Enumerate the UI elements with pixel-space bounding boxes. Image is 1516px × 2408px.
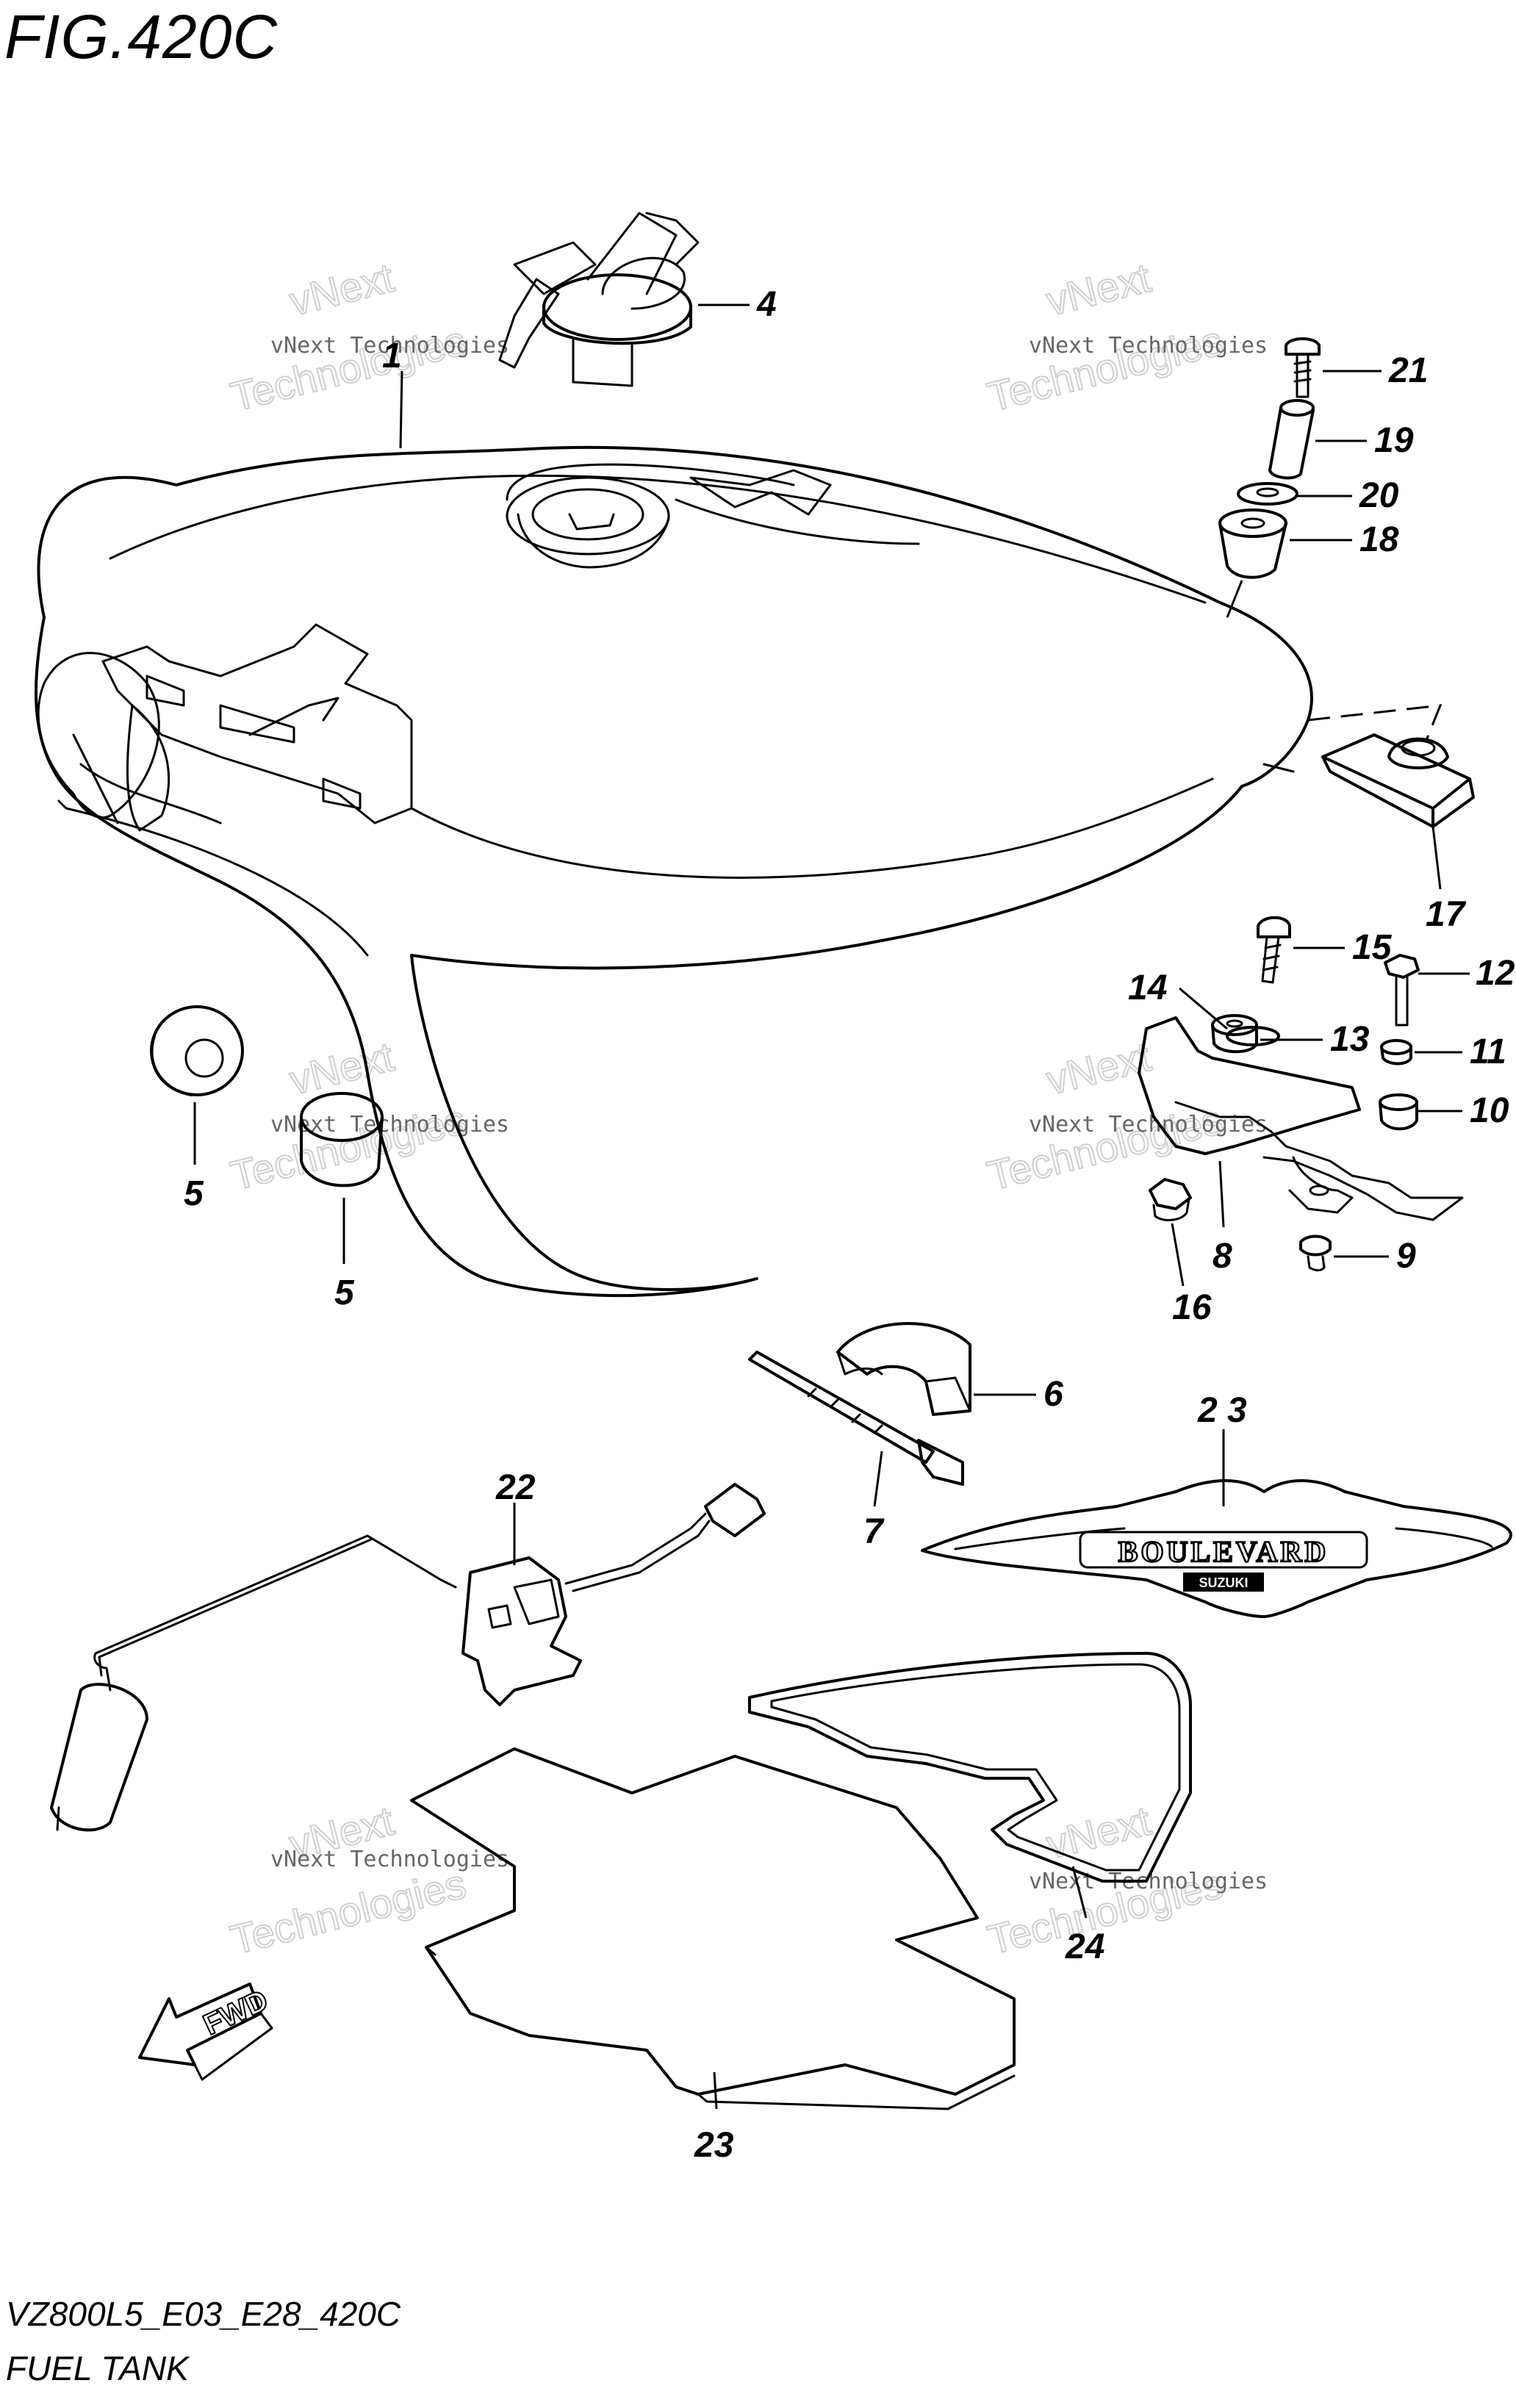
washer-14-part bbox=[1226, 1026, 1280, 1046]
grommet-13-part bbox=[1211, 1014, 1258, 1054]
fuel-cap-part bbox=[498, 212, 700, 387]
watermark-small-4: vNext Technologies bbox=[1029, 1112, 1268, 1137]
leader-14 bbox=[1179, 987, 1228, 1030]
spacer-19-part bbox=[1268, 399, 1315, 480]
callout-6: 6 bbox=[1043, 1375, 1063, 1414]
watermark-big-1a: vNext bbox=[285, 254, 399, 325]
leader-24 bbox=[1071, 1866, 1088, 1919]
callout-24: 24 bbox=[1065, 1927, 1104, 1966]
fwd-label: FWD bbox=[198, 1984, 273, 2041]
fuel-tank-part bbox=[34, 445, 1313, 1298]
leader-16 bbox=[1171, 1223, 1185, 1287]
pad-23-part bbox=[410, 1747, 1016, 2110]
callout-1: 1 bbox=[382, 337, 402, 375]
fuel-sender-22-part bbox=[50, 1483, 766, 1832]
callout-21: 21 bbox=[1388, 351, 1428, 390]
mount-17-part bbox=[1321, 733, 1475, 828]
callout-19: 19 bbox=[1374, 421, 1414, 460]
callout-15: 15 bbox=[1352, 928, 1393, 967]
leader-7 bbox=[873, 1451, 883, 1507]
leader-17 bbox=[1431, 826, 1442, 890]
callout-16: 16 bbox=[1172, 1288, 1212, 1327]
callout-14: 14 bbox=[1128, 968, 1167, 1007]
collar-11-part bbox=[1380, 1039, 1412, 1065]
emblem-sub-text: SUZUKI bbox=[1199, 1575, 1249, 1590]
callout-4: 4 bbox=[756, 285, 777, 324]
cushion-5a-part bbox=[150, 1005, 244, 1096]
cushion-18-part bbox=[1218, 508, 1287, 579]
watermark-small-1: vNext Technologies bbox=[270, 333, 509, 359]
cushion-5b-part bbox=[300, 1092, 384, 1187]
leader-18b bbox=[1226, 580, 1243, 618]
callout-17: 17 bbox=[1426, 895, 1467, 934]
emblem-part: BOULEVARD SUZUKI bbox=[921, 1479, 1512, 1618]
callout-13: 13 bbox=[1330, 1020, 1370, 1059]
seal-24-part bbox=[748, 1652, 1192, 1883]
watermark-small-3: vNext Technologies bbox=[270, 1112, 509, 1137]
screw-21-part bbox=[1285, 337, 1321, 398]
callout-11: 11 bbox=[1470, 1032, 1506, 1071]
nut-16-part bbox=[1149, 1178, 1192, 1221]
figure-title: FIG.420C bbox=[4, 2, 279, 71]
emblem-main-text: BOULEVARD bbox=[1118, 1535, 1329, 1568]
watermark-small-2: vNext Technologies bbox=[1029, 333, 1268, 359]
callout-7: 7 bbox=[863, 1512, 885, 1551]
callout-5b: 5 bbox=[334, 1273, 355, 1312]
callout-22: 22 bbox=[495, 1468, 536, 1507]
leader-8 bbox=[1218, 1160, 1225, 1228]
watermark-group-1: vNext Technologies vNext Technologies bbox=[226, 254, 509, 421]
watermark-group-5: vNext Technologies vNext Technologies bbox=[226, 1797, 509, 1964]
leader-17a bbox=[1307, 704, 1443, 743]
washer-20-part bbox=[1237, 482, 1298, 506]
watermark-big-2a: vNext bbox=[1042, 254, 1156, 325]
screw-15-part bbox=[1257, 916, 1291, 984]
grommet-10-part bbox=[1379, 1093, 1418, 1131]
figure-code: VZ800L5_E03_E28_420C bbox=[6, 2295, 401, 2333]
callout-18: 18 bbox=[1359, 520, 1399, 559]
forward-arrow: FWD bbox=[138, 1983, 273, 2081]
callout-8: 8 bbox=[1213, 1237, 1232, 1276]
bolt-9-part bbox=[1299, 1234, 1332, 1272]
callout-9: 9 bbox=[1396, 1237, 1416, 1276]
callout-10: 10 bbox=[1470, 1091, 1509, 1130]
cushion-6-part bbox=[836, 1322, 971, 1416]
watermark-small-5: vNext Technologies bbox=[270, 1847, 509, 1872]
leader-1 bbox=[399, 370, 403, 449]
watermark-big-6a: vNext bbox=[1042, 1797, 1156, 1868]
callout-2-3: 2 3 bbox=[1197, 1391, 1247, 1430]
clamp-7-part bbox=[748, 1351, 964, 1486]
callout-5a: 5 bbox=[184, 1174, 204, 1213]
bracket-8-part bbox=[1138, 1016, 1464, 1221]
watermark-small-6: vNext Technologies bbox=[1029, 1869, 1268, 1894]
callout-12: 12 bbox=[1476, 954, 1515, 993]
leader-23b bbox=[713, 2071, 718, 2110]
callout-23: 23 bbox=[694, 2126, 734, 2165]
figure-name: FUEL TANK bbox=[6, 2349, 189, 2387]
watermark-group-3: vNext Technologies vNext Technologies bbox=[226, 1032, 509, 1200]
bolt-12-part bbox=[1384, 954, 1420, 1027]
callout-20: 20 bbox=[1359, 476, 1399, 515]
watermark-big-5b: Technologies bbox=[226, 1860, 470, 1963]
watermark-group-2: vNext Technologies vNext Technologies bbox=[982, 254, 1268, 421]
